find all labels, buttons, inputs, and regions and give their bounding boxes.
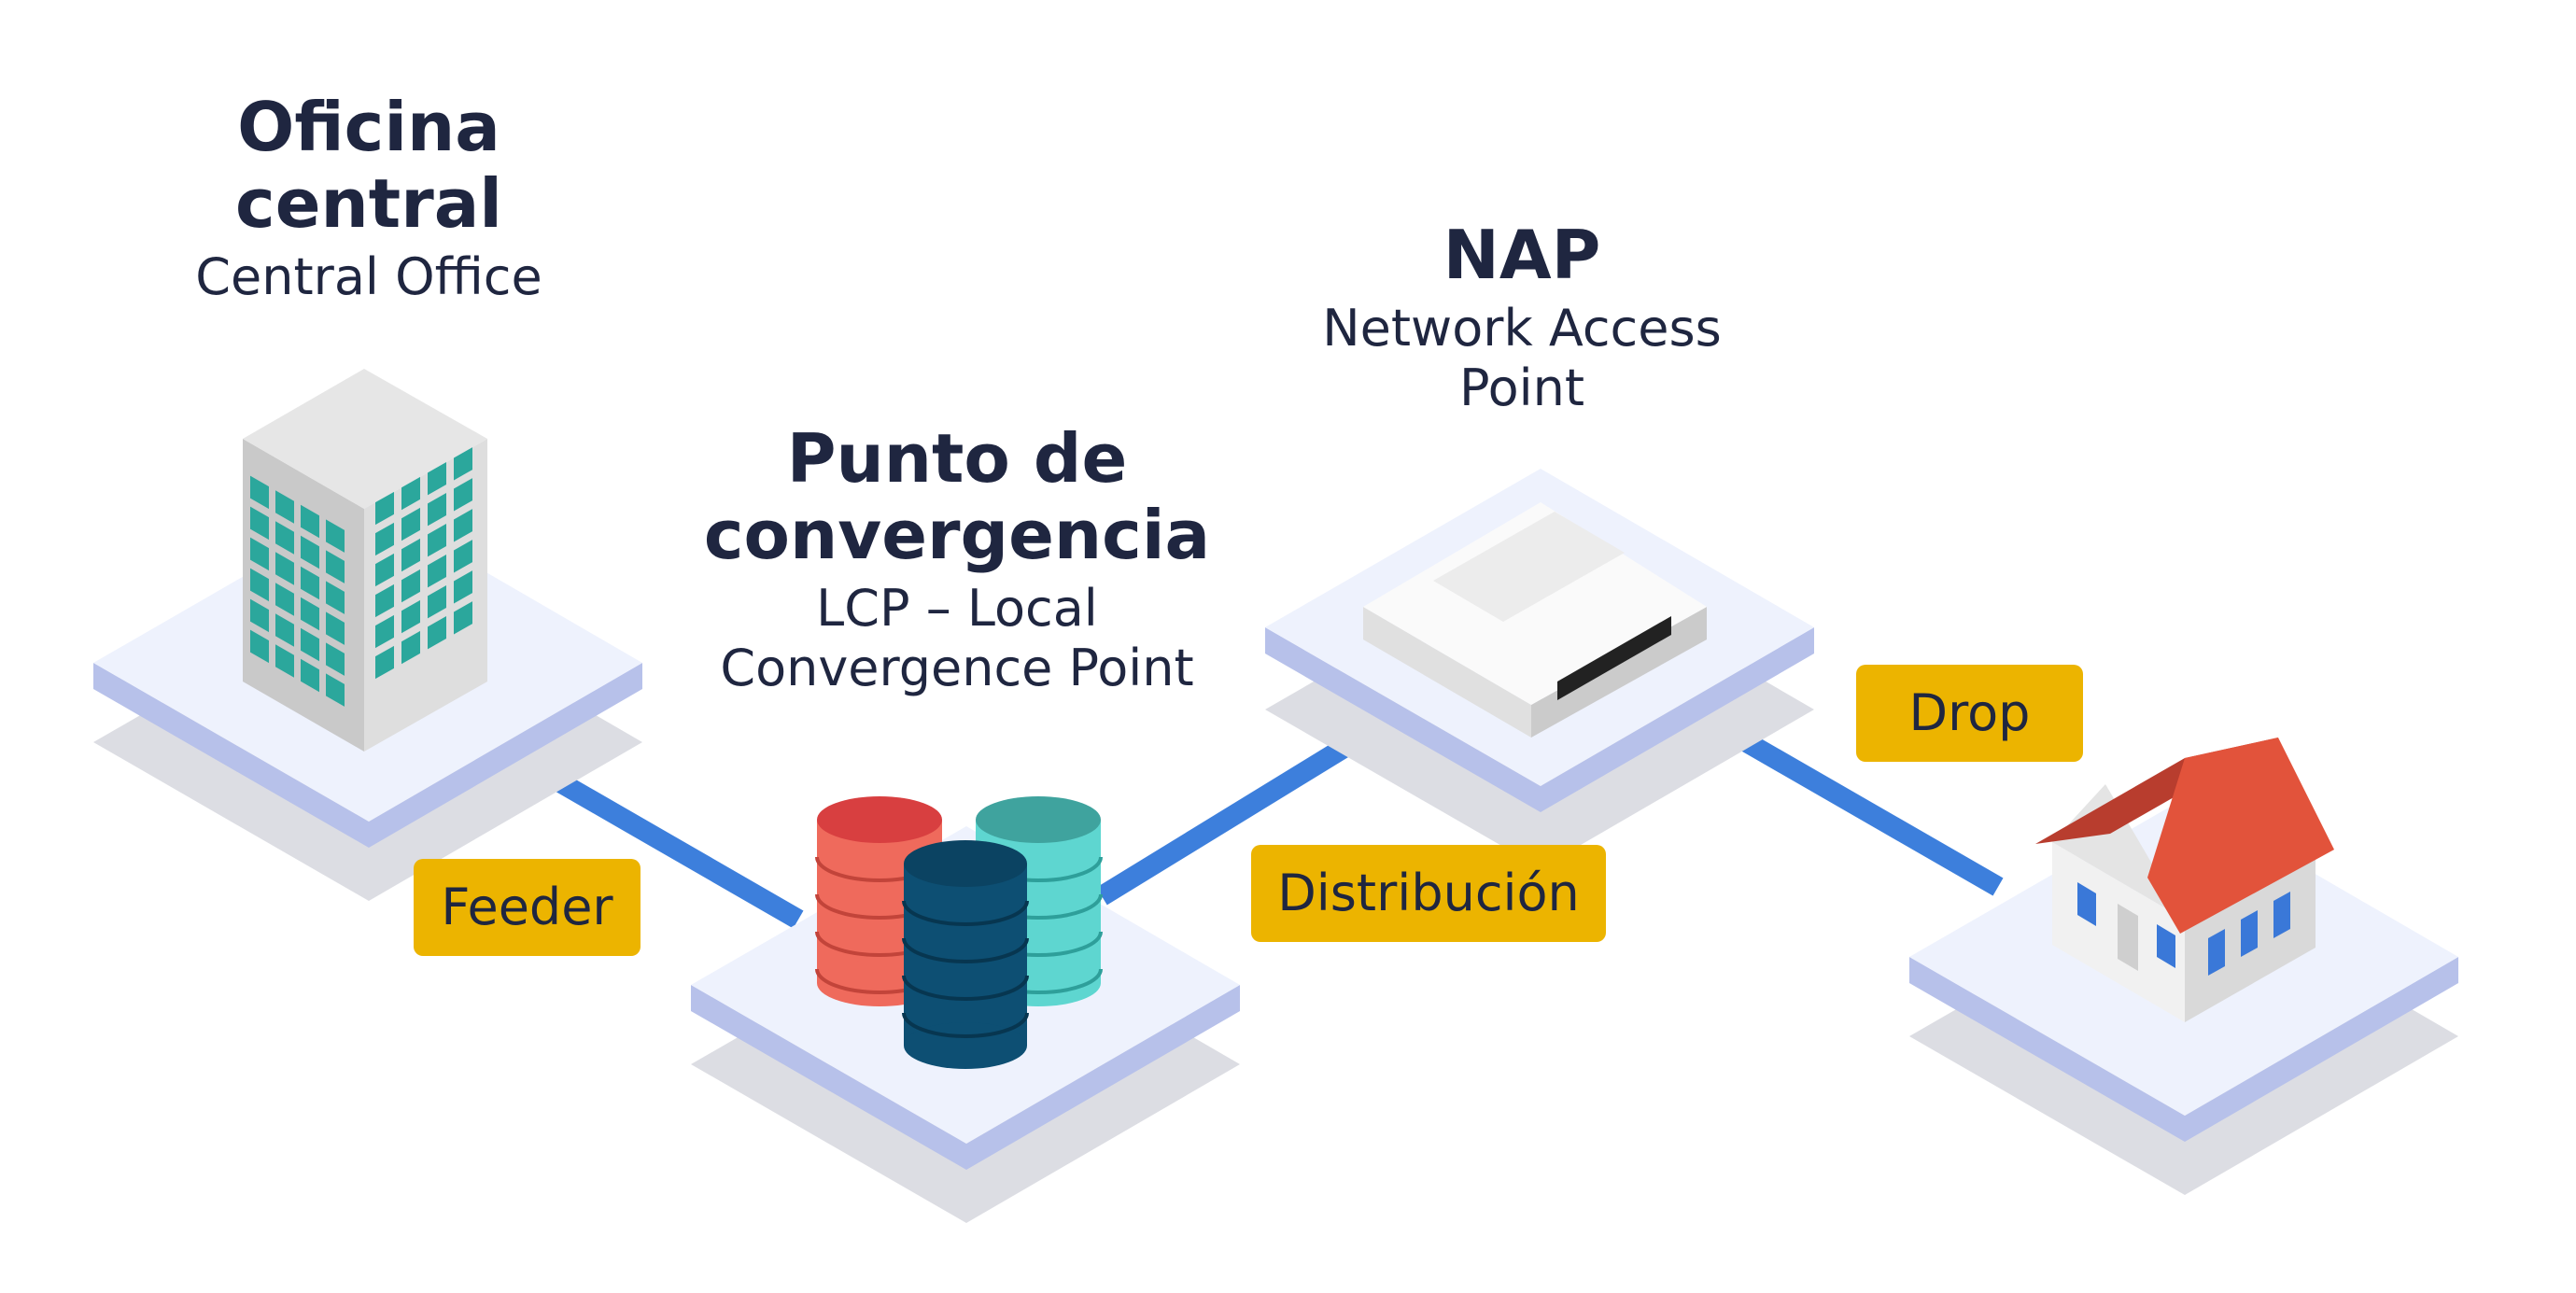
- office-window: [326, 581, 345, 614]
- nap-title-line-1: NAP: [1443, 216, 1601, 294]
- office-window: [375, 614, 394, 649]
- feeder-cable: [517, 752, 804, 929]
- lcp-title-line-2: convergencia: [703, 496, 1211, 574]
- office-window: [454, 478, 472, 512]
- office-window: [454, 601, 472, 635]
- navy-cylinder: [902, 840, 1029, 1069]
- office-window: [301, 504, 319, 539]
- office-window: [375, 583, 394, 618]
- office-building-icon: [243, 369, 487, 752]
- office-window: [401, 538, 420, 572]
- office-window: [250, 568, 269, 602]
- office-window: [454, 509, 472, 542]
- lcp-title: Punto de convergencia LCP – Local Conver…: [704, 420, 1210, 698]
- central-office-title: Oficina central Central Office: [195, 89, 542, 307]
- office-window: [275, 644, 294, 678]
- office-window: [428, 493, 446, 527]
- central-office-title-line-1: Oficina: [237, 88, 500, 166]
- lcp-subtitle-line-2: Convergence Point: [720, 639, 1194, 697]
- office-window: [428, 462, 446, 496]
- office-window: [428, 524, 446, 557]
- nap-title: NAP Network Access Point: [1322, 217, 1722, 418]
- office-window: [250, 537, 269, 571]
- office-window: [326, 673, 345, 707]
- office-window: [301, 535, 319, 569]
- office-window: [326, 550, 345, 583]
- office-window: [301, 658, 319, 693]
- office-window: [326, 519, 345, 553]
- office-window: [326, 611, 345, 645]
- drop-label: Drop: [1856, 665, 2083, 762]
- database-cylinders-icon: [815, 796, 1103, 1069]
- feeder-label: Feeder: [414, 859, 640, 956]
- distribution-label: Distribución: [1251, 845, 1606, 942]
- lcp-title-line-1: Punto de: [786, 419, 1128, 498]
- office-window: [428, 585, 446, 619]
- office-window: [275, 583, 294, 616]
- nap-box-icon: [1363, 502, 1707, 738]
- office-window: [301, 566, 319, 600]
- office-window: [326, 642, 345, 676]
- office-window: [401, 507, 420, 541]
- office-window: [250, 506, 269, 541]
- office-window: [375, 553, 394, 587]
- office-window: [301, 627, 319, 662]
- central-office-title-line-2: central: [235, 164, 502, 243]
- office-window: [454, 570, 472, 604]
- office-window: [275, 613, 294, 647]
- office-window: [428, 616, 446, 650]
- nap-subtitle-line-1: Network Access: [1322, 299, 1722, 358]
- house-icon: [2035, 738, 2334, 1022]
- office-window: [428, 555, 446, 588]
- office-window: [401, 569, 420, 603]
- office-window: [375, 522, 394, 556]
- office-window: [401, 630, 420, 665]
- office-window: [375, 491, 394, 526]
- office-window: [275, 490, 294, 524]
- office-window: [250, 629, 269, 664]
- office-window: [275, 552, 294, 585]
- office-window: [454, 447, 472, 481]
- office-window: [375, 645, 394, 680]
- office-window: [401, 599, 420, 634]
- office-window: [301, 597, 319, 631]
- central-office-subtitle: Central Office: [195, 247, 542, 306]
- nap-subtitle-line-2: Point: [1458, 358, 1585, 417]
- office-window: [275, 521, 294, 555]
- office-window: [401, 476, 420, 511]
- office-window: [250, 598, 269, 633]
- office-window: [250, 475, 269, 510]
- lcp-subtitle-line-1: LCP – Local: [816, 579, 1098, 638]
- office-window: [454, 540, 472, 573]
